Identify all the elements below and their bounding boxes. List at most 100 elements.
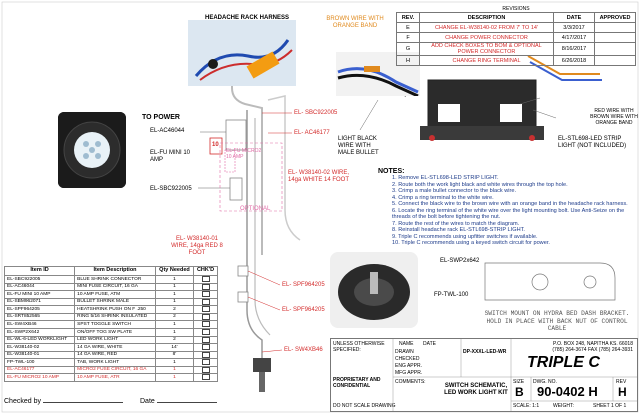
bom-qty: 1 — [154, 373, 195, 382]
checked-label: CHECKED — [395, 356, 420, 362]
w38140-02-label: EL- W38140-02 WIRE, 14ga WHITE 14 FOOT — [288, 170, 350, 183]
checkbox[interactable] — [201, 291, 210, 298]
dwg-label: DWG. NO. — [533, 379, 557, 385]
checkbox[interactable] — [201, 366, 210, 373]
notes-title: NOTES: — [378, 168, 405, 175]
bom-desc: 14 GA WIRE, RED — [74, 350, 156, 360]
note-item: 10. Triple C recommends using a keyed sw… — [392, 240, 550, 246]
date-line — [156, 402, 217, 403]
revision-desc: CHANGE POWER CONNECTOR — [419, 32, 554, 43]
bom-check[interactable] — [193, 365, 218, 375]
fp-twl-label: FP-TWL-100 — [434, 292, 469, 298]
checkbox[interactable] — [201, 276, 210, 282]
bom-qty: 1 — [154, 358, 195, 367]
bom-header: Item ID Item Description Qty Needed CHK'… — [3, 266, 218, 276]
bom-qty: 1 — [154, 320, 195, 329]
revision-desc: CHANGE RING TERMINAL — [419, 55, 554, 66]
name-col: NAME — [399, 341, 414, 347]
bom-desc: TAB, WORK LIGHT — [74, 358, 156, 367]
harness-photo — [188, 20, 296, 86]
checkbox[interactable] — [201, 344, 210, 351]
bom-qty: 1 — [154, 290, 195, 299]
bom-check[interactable] — [193, 312, 218, 322]
bom-check[interactable] — [193, 373, 218, 382]
checkbox[interactable] — [201, 351, 210, 358]
bom-check[interactable] — [193, 305, 218, 314]
eng-label: ENG APPR. — [395, 363, 422, 369]
red-brown-orange-text: RED WIRE WITH BROWN WIRE WITH ORANGE BAN… — [590, 108, 638, 126]
bom-id: EL-SPF964205 — [3, 305, 76, 314]
checked-by-line — [42, 402, 123, 403]
bom-check[interactable] — [193, 343, 218, 352]
revision-date: 3/3/2017 — [553, 22, 595, 33]
note-item: 5. Connect the black wire to the brown w… — [392, 201, 628, 207]
bom-check[interactable] — [193, 275, 218, 284]
checkbox[interactable] — [201, 283, 210, 290]
bom-check[interactable] — [193, 358, 218, 367]
bom-check[interactable] — [193, 290, 218, 299]
checkbox[interactable] — [201, 359, 210, 366]
bom-qty: 1 — [154, 365, 195, 375]
bom-check[interactable] — [193, 297, 218, 307]
bom-check[interactable] — [193, 327, 218, 337]
w38140-01-label: EL- W38140-01 WIRE, 14ga RED 8 FOOT — [171, 236, 223, 256]
revisions-caption: REVISIONS — [502, 6, 530, 12]
bom-table: Item ID Item Description Qty Needed CHK'… — [3, 266, 218, 382]
bom-id: FP-TWL-100 — [3, 358, 76, 367]
bom-id: EL-SBM962071 — [3, 297, 76, 307]
bom-check[interactable] — [193, 350, 218, 360]
bom-desc: BLUE SHRINK CONNECTOR — [74, 275, 156, 284]
note-item: 8. Reinstall headache rack EL-STL698-STR… — [392, 227, 525, 233]
revisions-block: REVISIONS REV. DESCRIPTION DATE APPROVED… — [396, 6, 636, 66]
checkbox[interactable] — [201, 298, 210, 305]
spf-2-label: EL- SPF964205 — [282, 307, 325, 313]
date-col: DATE — [423, 341, 436, 347]
note-item: 2. Route both the work light black and w… — [392, 181, 568, 188]
company-phone: (785) 264-3674 FAX (785) 264-3931 — [552, 347, 633, 353]
bom-desc: BULLET SHRINK MALE — [74, 297, 156, 307]
bom-id: EL-FU MICRO2 10 AMP — [3, 373, 76, 382]
revision-row: E CHANGE EL-W38140-02 FROM 7' TO 14' 3/3… — [396, 22, 636, 33]
bom-desc: MICRO2 FUSE CIRCUIT, 16 GA — [74, 365, 156, 375]
weight-text: WEIGHT: — [553, 403, 574, 409]
date-col-header: DATE — [553, 12, 595, 23]
title-block-grid — [392, 339, 637, 411]
checkbox[interactable] — [201, 306, 210, 313]
checkbox[interactable] — [201, 321, 210, 328]
drawing-title: SWITCH SCHEMATIC, LED WORK LIGHT KIT — [444, 383, 508, 396]
mfg-label: MFG APPR. — [395, 370, 423, 376]
bom-qty: 2 — [154, 305, 195, 314]
bom-check[interactable] — [193, 335, 218, 345]
checkbox[interactable] — [201, 336, 210, 343]
do-not-scale: DO NOT SCALE DRAWING — [333, 403, 396, 409]
checkbox[interactable] — [201, 313, 210, 320]
bom-id: EL-SBC922005 — [3, 275, 76, 284]
bom-check[interactable] — [193, 282, 218, 292]
bom-desc-header: Item Description — [74, 266, 156, 276]
note-item: 9. Triple C recommends using upfitter sw… — [392, 233, 538, 240]
approved-col-header: APPROVED — [594, 12, 636, 23]
bom-id: EL-W38140-01 — [3, 350, 76, 360]
bom-id: EL-W38140-02 — [3, 343, 76, 352]
switch-plate-drawing — [484, 262, 616, 301]
note-item: 7. Route the rest of the wires to match … — [392, 220, 520, 227]
to-power-label: TO POWER — [142, 114, 180, 121]
checkbox[interactable] — [201, 374, 210, 381]
bom-qty: 1 — [154, 297, 195, 307]
unless-text: UNLESS OTHERWISE SPECIFIED: — [333, 341, 385, 353]
proprietary-text: PROPRIETARY AND CONFIDENTIAL — [333, 377, 381, 389]
bom-desc: ON/OFF TOG SW PLATE — [74, 327, 156, 337]
bom-desc: RING 5/16 SHRINK INSULATED — [74, 312, 156, 322]
revision-desc: ADD CHECK BOXES TO BOM & OPTIONAL POWER … — [419, 42, 554, 56]
bom-check[interactable] — [193, 320, 218, 329]
optional-label: OPTIONAL — [240, 206, 271, 212]
checkbox[interactable] — [201, 328, 210, 335]
bom-desc: 10 AMP FUSE, ATR — [74, 373, 156, 382]
revision-approved — [594, 42, 636, 56]
bom-id-header: Item ID — [3, 266, 76, 276]
sbc-left-label: EL-SBC922005 — [150, 186, 192, 192]
